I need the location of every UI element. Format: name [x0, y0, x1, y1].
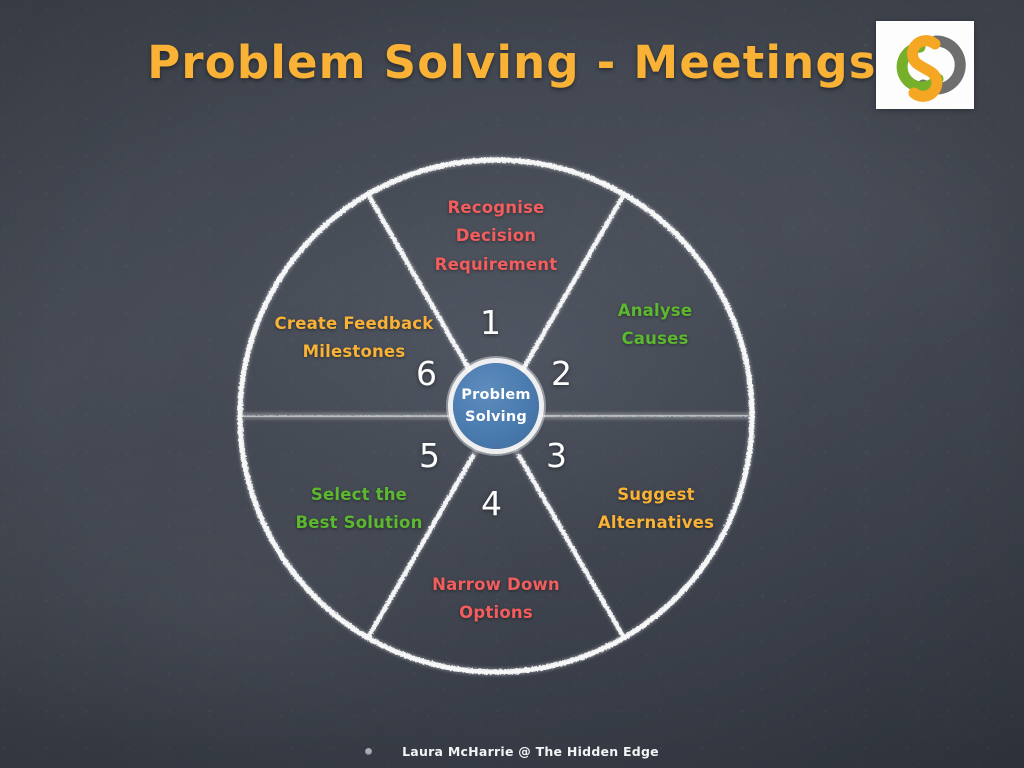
- segment-number-6: 6: [416, 354, 437, 393]
- segment-number-3: 3: [546, 436, 567, 475]
- page-title: Problem Solving - Meetings: [147, 36, 877, 89]
- three-interlocking-rings-logo: [876, 21, 974, 109]
- segment-label-4-line1: Narrow Down: [432, 575, 560, 594]
- logo-orange-ring-icon: [906, 35, 943, 102]
- segment-label-5-line1: Select the: [310, 485, 408, 504]
- segment-label-1-line1: Recognise: [447, 198, 545, 217]
- segment-label-1-line2: Decision: [455, 226, 537, 246]
- segment-label-3-line1: Suggest: [617, 485, 695, 504]
- wheel-hub: Problem Solving: [453, 363, 539, 449]
- segment-label-3-line2: Alternatives: [597, 513, 715, 533]
- segment-label-4-line2: Options: [459, 603, 533, 623]
- segment-label-5: Select the Best Solution: [285, 481, 433, 538]
- segment-label-3: Suggest Alternatives: [582, 481, 730, 538]
- segment-label-2-line2: Causes: [621, 329, 689, 349]
- segment-label-1-line3: Requirement: [434, 254, 558, 274]
- segment-number-1: 1: [480, 303, 501, 342]
- segment-label-6-line1: Create Feedback: [274, 314, 434, 333]
- hub-label-line1: Problem: [461, 386, 531, 403]
- slide-footer: Laura McHarrie @ The Hidden Edge: [0, 740, 1024, 759]
- footer-credit: Laura McHarrie @ The Hidden Edge: [402, 744, 659, 759]
- segment-number-4: 4: [481, 484, 502, 523]
- hub-label-line2: Solving: [465, 409, 527, 425]
- segment-label-2-line1: Analyse: [617, 301, 693, 320]
- segment-label-4: Narrow Down Options: [410, 571, 582, 628]
- footer-bullet-icon: [365, 748, 373, 755]
- segment-label-6: Create Feedback Milestones: [268, 310, 440, 367]
- segment-number-5: 5: [419, 436, 440, 475]
- segment-label-5-line2: Best Solution: [295, 513, 423, 533]
- segment-label-2: Analyse Causes: [585, 297, 725, 354]
- segment-label-1: Recognise Decision Requirement: [396, 194, 596, 279]
- segment-label-6-line2: Milestones: [302, 342, 406, 362]
- segment-number-2: 2: [551, 354, 572, 393]
